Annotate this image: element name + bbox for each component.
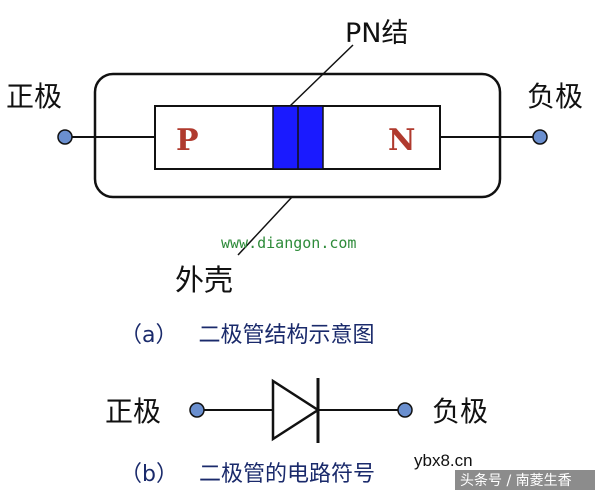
outer-case <box>93 72 502 199</box>
cathode-terminal <box>532 129 548 145</box>
pn-junction-label: PN结 <box>345 18 408 49</box>
website-url: www.diangon.com <box>221 234 356 252</box>
caption-a: （a） 二极管结构示意图 <box>120 323 374 348</box>
anode-label-a: 正极 <box>6 80 62 113</box>
watermark-site: ybx8.cn <box>414 451 473 470</box>
case-label: 外壳 <box>175 263 233 297</box>
anode-terminal <box>57 129 73 145</box>
cathode-label-a: 负极 <box>527 80 583 113</box>
anode-label-b: 正极 <box>105 395 161 428</box>
symbol-cathode-terminal <box>397 402 413 418</box>
cathode-label-b: 负极 <box>432 395 488 428</box>
diode-triangle <box>271 378 321 442</box>
watermark-source: 头条号 / 南菱生香 <box>460 472 572 489</box>
n-region-label: N <box>388 123 415 158</box>
p-region-label: P <box>176 123 199 158</box>
pn-junction-pointer <box>289 44 354 107</box>
case-pointer <box>237 196 293 256</box>
caption-b: （b） 二极管的电路符号 <box>120 462 375 487</box>
watermark-badge <box>455 470 595 490</box>
symbol-anode-terminal <box>189 402 205 418</box>
